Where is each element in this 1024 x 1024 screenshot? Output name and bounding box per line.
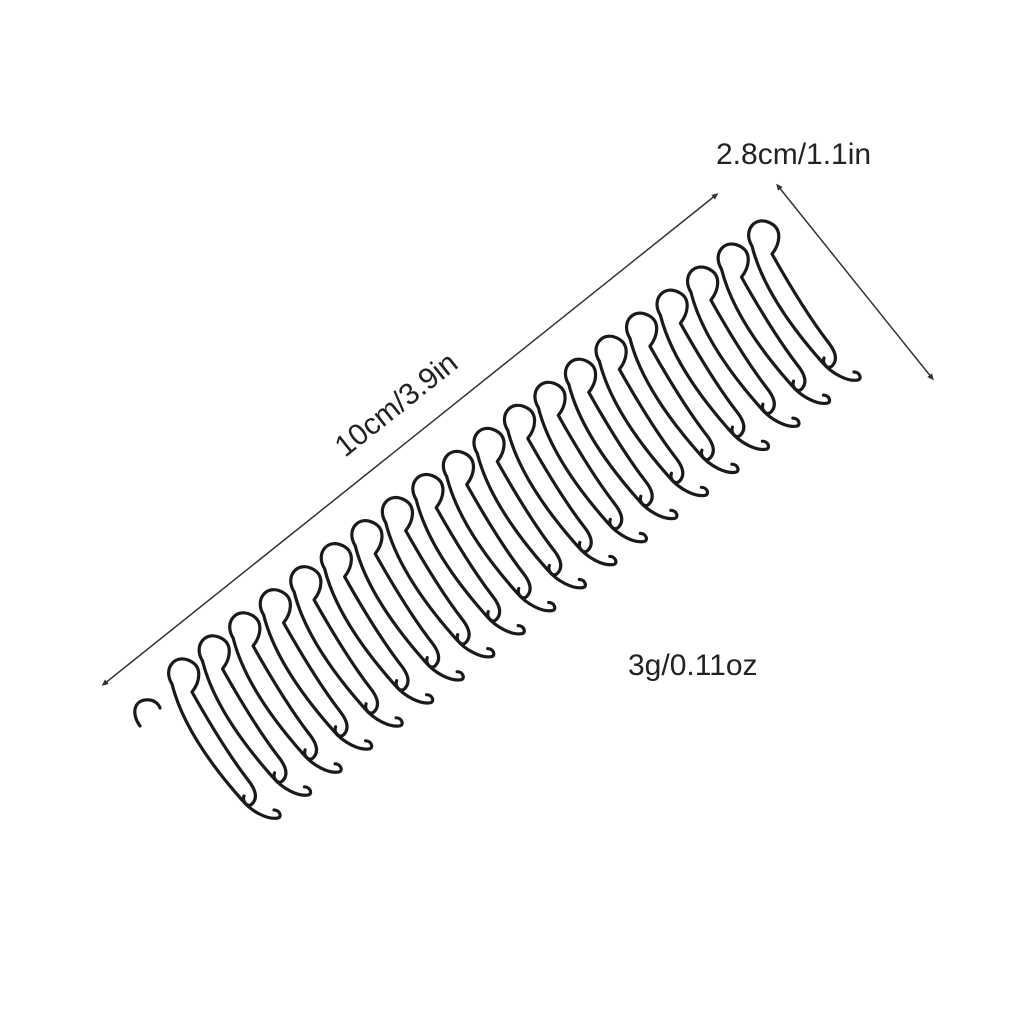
- comb-tooth: [411, 472, 526, 636]
- comb-tooth: [380, 495, 496, 659]
- comb-tooth: [624, 311, 740, 475]
- weight-label: 3g/0.11oz: [628, 649, 758, 682]
- comb-tooth: [228, 611, 343, 774]
- comb-tooth: [533, 380, 648, 544]
- width-dimension-line: [776, 183, 934, 381]
- comb-tooth: [655, 288, 771, 452]
- comb-tooth: [716, 242, 832, 405]
- comb-tooth: [258, 588, 374, 751]
- width-label: 2.8cm/1.1in: [716, 138, 871, 171]
- comb-end-hook: [133, 698, 162, 728]
- comb-tooth: [441, 449, 557, 613]
- comb-tooth: [319, 542, 435, 705]
- comb-tooth: [289, 565, 404, 728]
- comb-tooth: [502, 403, 618, 567]
- comb-tooth: [594, 334, 710, 498]
- comb-tooth: [167, 657, 282, 820]
- comb-tooth: [563, 357, 679, 521]
- length-label: 10cm/3.9in: [329, 346, 464, 463]
- length-dimension-line: [101, 193, 719, 686]
- wire-comb-illustration: [133, 219, 862, 820]
- comb-tooth: [747, 219, 862, 382]
- comb-tooth: [685, 265, 801, 428]
- comb-tooth: [472, 426, 587, 590]
- comb-tooth: [350, 519, 465, 682]
- comb-tooth: [197, 634, 313, 797]
